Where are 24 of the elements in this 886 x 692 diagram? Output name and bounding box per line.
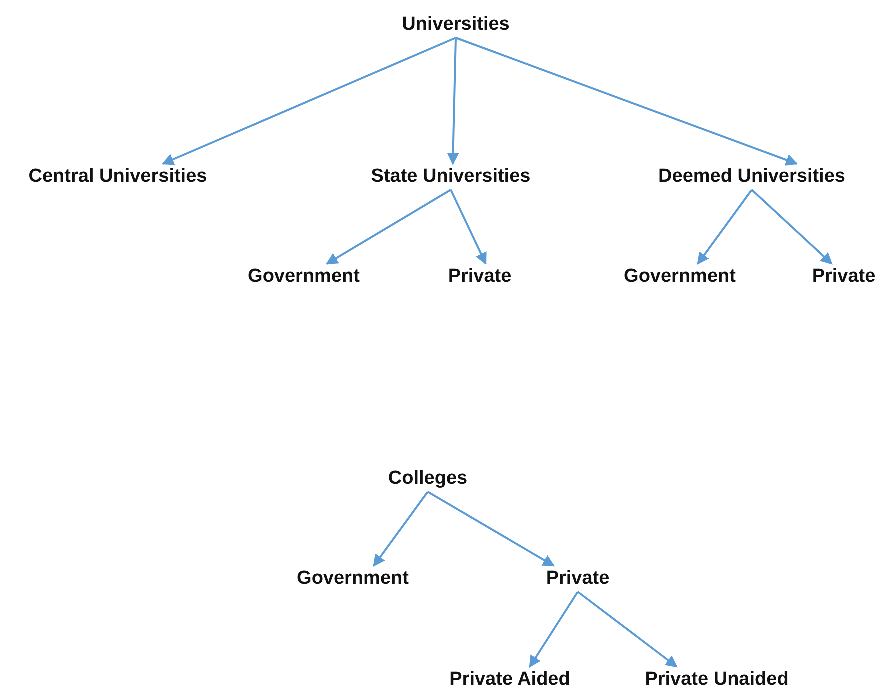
arrow (529, 591, 579, 668)
node-label: Government (245, 264, 363, 290)
node-label: State Universities (368, 164, 534, 190)
node-label: Private (445, 264, 515, 290)
node-label: Universities (399, 12, 513, 38)
node-label: Colleges (385, 466, 471, 492)
arrow (447, 38, 460, 166)
arrow (577, 591, 678, 668)
node-label: Private Unaided (642, 667, 792, 692)
node-label: Private (809, 264, 879, 290)
arrow (373, 491, 429, 567)
node-label: Government (621, 264, 739, 290)
arrow (450, 190, 487, 266)
node-label: Private Aided (446, 667, 574, 692)
arrow (456, 37, 798, 166)
node-label: Deemed Universities (656, 164, 848, 190)
node-label: Central Universities (26, 164, 210, 190)
arrow (751, 189, 833, 265)
arrow (326, 189, 452, 265)
arrow (162, 37, 456, 166)
arrow (697, 189, 753, 265)
arrow (428, 491, 556, 567)
node-label: Government (294, 566, 412, 592)
node-label: Private (543, 566, 613, 592)
